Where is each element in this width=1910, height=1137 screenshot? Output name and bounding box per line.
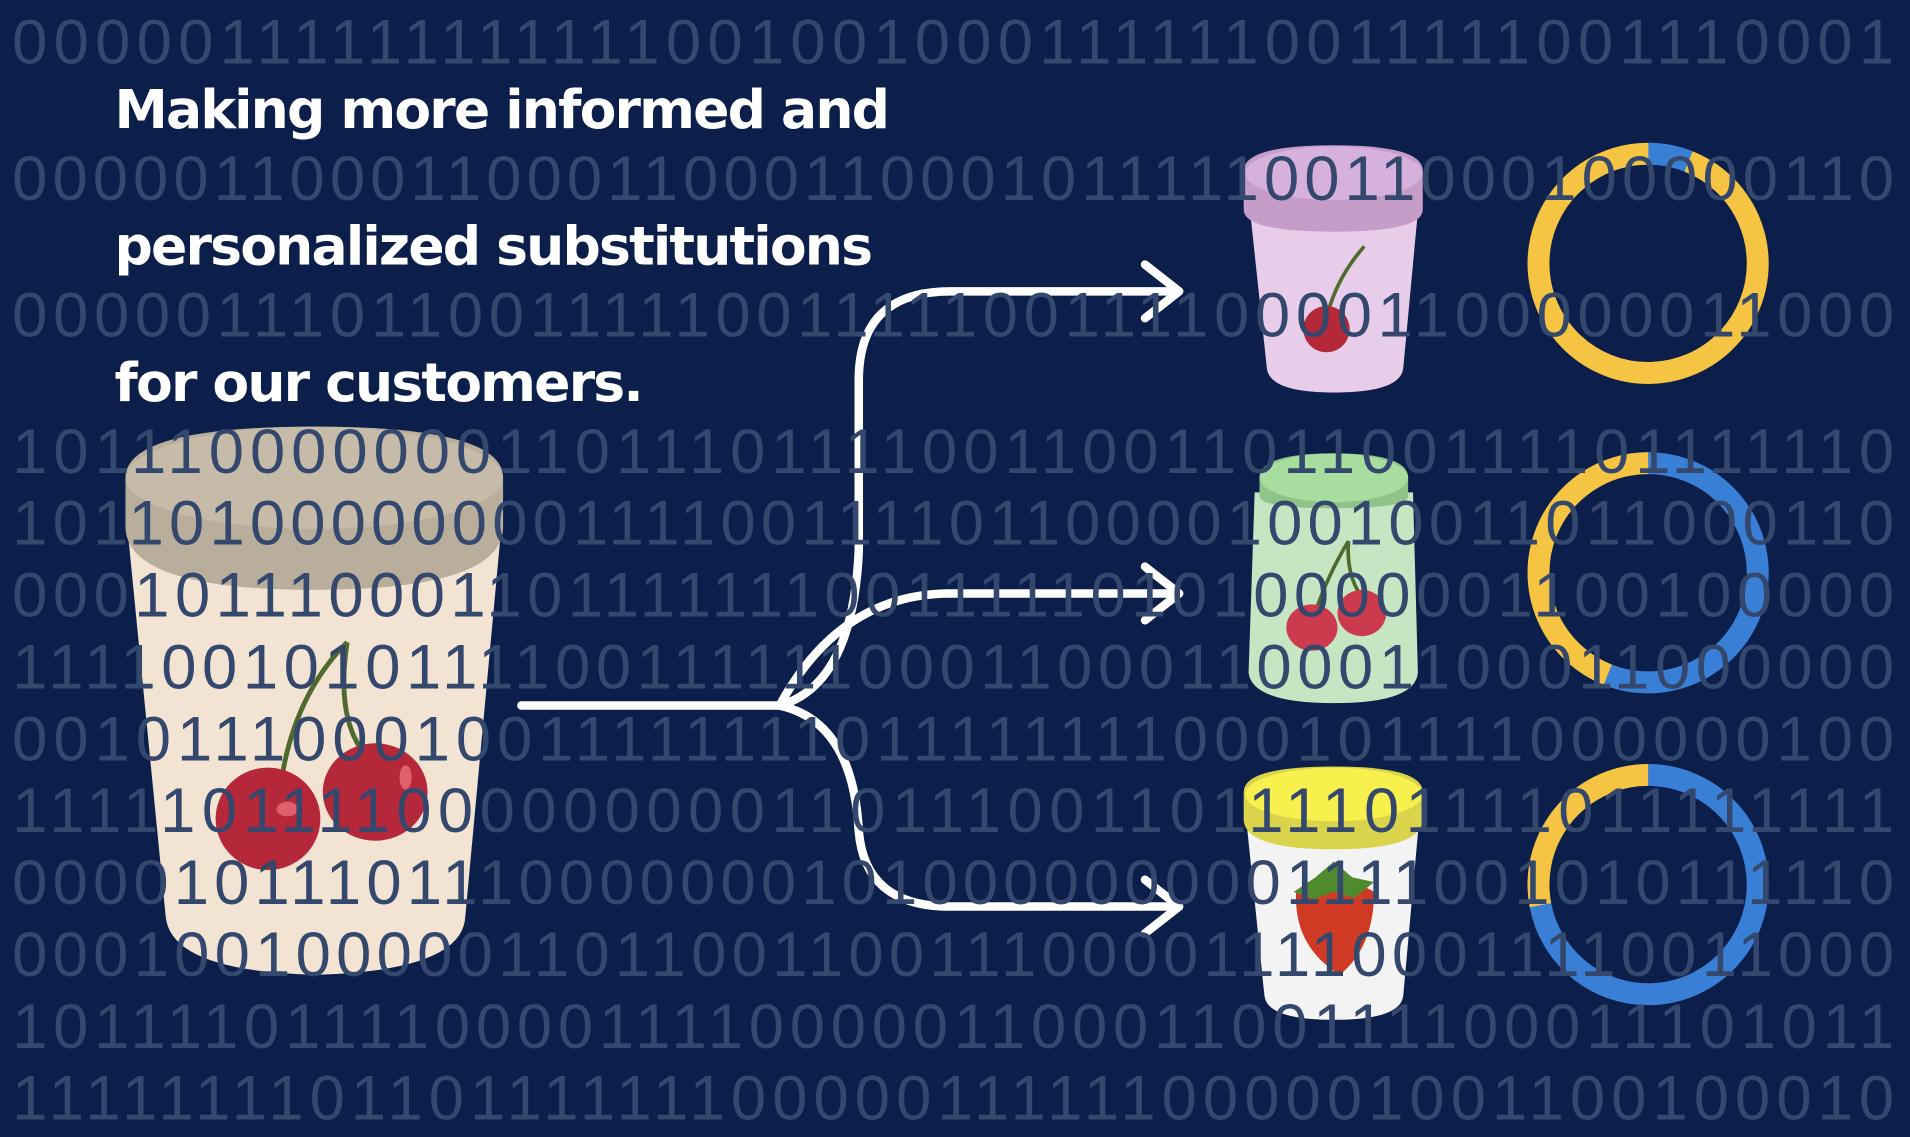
match-rings xyxy=(1527,142,1769,1006)
headline: Making more informed and personalized su… xyxy=(115,78,891,414)
binary-row: 1011010000000011110011110110000100100110… xyxy=(12,489,1894,559)
binary-row: 1011110111100001111000001100011001111000… xyxy=(12,992,1894,1062)
substitute-cup-3 xyxy=(1243,766,1423,1020)
ring-segment-yellow xyxy=(1527,142,1769,384)
headline-line-1: Making more informed and xyxy=(115,78,889,141)
illustrations xyxy=(125,142,1769,1020)
binary-row: 1011100000001101110111100110011011001111… xyxy=(12,417,1894,487)
match-ring-2 xyxy=(1527,452,1769,694)
strawberry-icon xyxy=(1293,861,1375,975)
ring-segment-yellow xyxy=(1527,764,1769,1006)
binary-row: 0010111000100111111110111111110001011110… xyxy=(12,704,1894,774)
source-product-cup xyxy=(125,426,504,975)
substitute-cup-2 xyxy=(1248,453,1418,704)
arrowhead-2 xyxy=(1140,562,1184,625)
cherry-icon xyxy=(215,640,428,870)
arrow-to-substitute-2 xyxy=(775,589,1180,710)
binary-row: 0000011101100111110011111001111000011000… xyxy=(12,280,1894,350)
binary-row: 1111111101101111111000001111110000010011… xyxy=(12,1064,1894,1134)
binary-row: 0000101110111000000010100000000011110010… xyxy=(12,848,1894,918)
cherries-icon xyxy=(1286,540,1387,651)
binary-row: 0001001000001101100110011100001111000111… xyxy=(12,920,1894,990)
match-ring-3 xyxy=(1527,764,1769,1006)
branching-arrows xyxy=(517,260,1184,938)
substitute-cup-1 xyxy=(1243,145,1423,393)
headline-line-3: for our customers. xyxy=(115,351,642,414)
cherry-icon xyxy=(1303,245,1366,353)
arrow-to-substitute-1 xyxy=(775,287,1180,710)
arrow-to-substitute-3 xyxy=(775,701,1180,911)
binary-row: 1111001010111100111111000110001100011000… xyxy=(12,632,1894,702)
headline-line-2: personalized substitutions xyxy=(115,215,872,278)
ring-segment-yellow xyxy=(1527,452,1769,694)
arrowhead-3 xyxy=(1140,875,1184,938)
match-ring-1 xyxy=(1527,142,1769,384)
binary-row: 0000011000110001100011000101111100110001… xyxy=(12,144,1894,214)
binary-row: 1111101111000000000110111001101111011110… xyxy=(12,776,1894,846)
arrowhead-1 xyxy=(1140,260,1184,323)
